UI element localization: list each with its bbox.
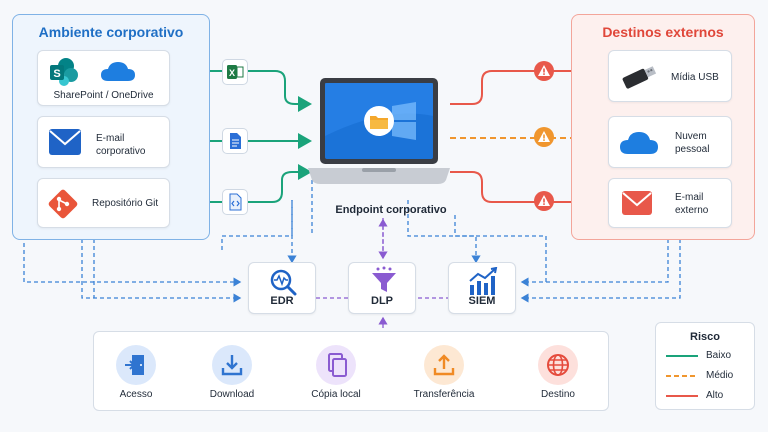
tool-siem[interactable]: SIEM xyxy=(448,262,516,314)
monitoring-lines xyxy=(23,82,681,303)
globe-icon xyxy=(547,354,569,376)
legend-title: Risco xyxy=(690,331,720,343)
legend-low-label: Baixo xyxy=(706,350,732,361)
source-git-repository[interactable]: Repositório Git xyxy=(37,178,170,228)
step-access[interactable] xyxy=(116,345,156,385)
svg-text:S: S xyxy=(53,68,60,80)
excel-file-icon: X xyxy=(227,65,244,79)
edr-magnifier-icon xyxy=(270,269,297,296)
git-icon xyxy=(48,189,78,219)
destination-usb-media[interactable]: Mídia USB xyxy=(608,50,732,102)
external-panel-title: Destinos externos xyxy=(602,24,724,40)
usb-drive-icon xyxy=(622,66,657,89)
laptop-icon[interactable] xyxy=(306,76,452,202)
source-corporate-email[interactable]: E-mail corporativo xyxy=(37,116,170,168)
step-access-label: Acesso xyxy=(119,389,153,400)
dlp-label: DLP xyxy=(371,295,393,307)
external-email-label-line2: externo xyxy=(675,205,709,216)
code-file-icon xyxy=(229,193,242,211)
download-icon xyxy=(221,355,243,376)
onedrive-icon xyxy=(101,62,135,81)
edr-label: EDR xyxy=(270,295,294,307)
door-enter-icon xyxy=(125,355,144,375)
risk-legend: Risco Baixo Médio Alto xyxy=(655,322,755,410)
personal-cloud-label-line2: pessoal xyxy=(675,144,710,155)
corporate-panel-title: Ambiente corporativo xyxy=(38,24,184,40)
step-destination[interactable] xyxy=(538,345,578,385)
sharepoint-icon: S xyxy=(50,58,78,86)
copy-icon xyxy=(328,353,347,377)
tool-edr[interactable]: EDR xyxy=(248,262,316,314)
mail-icon xyxy=(49,129,81,155)
warning-icon xyxy=(534,61,554,81)
mail-icon xyxy=(622,191,652,215)
legend-swatch-low xyxy=(666,355,698,357)
step-local-copy[interactable] xyxy=(316,345,356,385)
external-email-label-line1: E-mail xyxy=(675,192,704,203)
step-download-label: Download xyxy=(209,389,255,400)
dlp-funnel-icon xyxy=(372,266,396,292)
exfiltration-flow xyxy=(93,331,609,411)
personal-cloud-label-line1: Nuvem xyxy=(675,131,707,142)
destination-external-email[interactable]: E-mail externo xyxy=(608,178,732,228)
warning-icon xyxy=(534,191,554,211)
corporate-email-label-line2: corporativo xyxy=(96,146,146,157)
spreadsheet-file-badge: X xyxy=(222,59,248,85)
sharepoint-label: SharePoint / OneDrive xyxy=(53,90,154,101)
git-repository-label: Repositório Git xyxy=(92,198,159,209)
usb-media-label: Mídia USB xyxy=(671,72,719,83)
corporate-email-label-line1: E-mail xyxy=(96,133,125,144)
siem-label: SIEM xyxy=(468,295,496,307)
endpoint-label: Endpoint corporativo xyxy=(335,204,447,216)
step-transfer[interactable] xyxy=(424,345,464,385)
step-download[interactable] xyxy=(212,345,252,385)
document-file-badge xyxy=(222,128,248,154)
tool-dlp[interactable]: DLP xyxy=(348,262,416,314)
step-local-copy-label: Cópia local xyxy=(311,389,361,400)
legend-medium-label: Médio xyxy=(706,370,734,381)
legend-swatch-medium xyxy=(666,375,698,377)
siem-chart-icon xyxy=(469,267,498,295)
destination-personal-cloud[interactable]: Nuvem pessoal xyxy=(608,116,732,168)
dlp-lines xyxy=(316,218,448,328)
code-file-badge xyxy=(222,189,248,215)
step-destination-label: Destino xyxy=(541,389,575,400)
upload-icon xyxy=(433,354,455,376)
document-file-icon xyxy=(230,133,241,149)
legend-swatch-high xyxy=(666,395,698,397)
cloud-icon xyxy=(620,132,658,154)
warning-icon xyxy=(534,127,554,147)
high-risk-flows xyxy=(450,63,604,210)
legend-high-label: Alto xyxy=(706,390,724,401)
source-sharepoint-onedrive[interactable]: S SharePoint / OneDrive xyxy=(37,50,170,106)
svg-text:X: X xyxy=(229,68,235,78)
step-transfer-label: Transferência xyxy=(413,389,475,400)
